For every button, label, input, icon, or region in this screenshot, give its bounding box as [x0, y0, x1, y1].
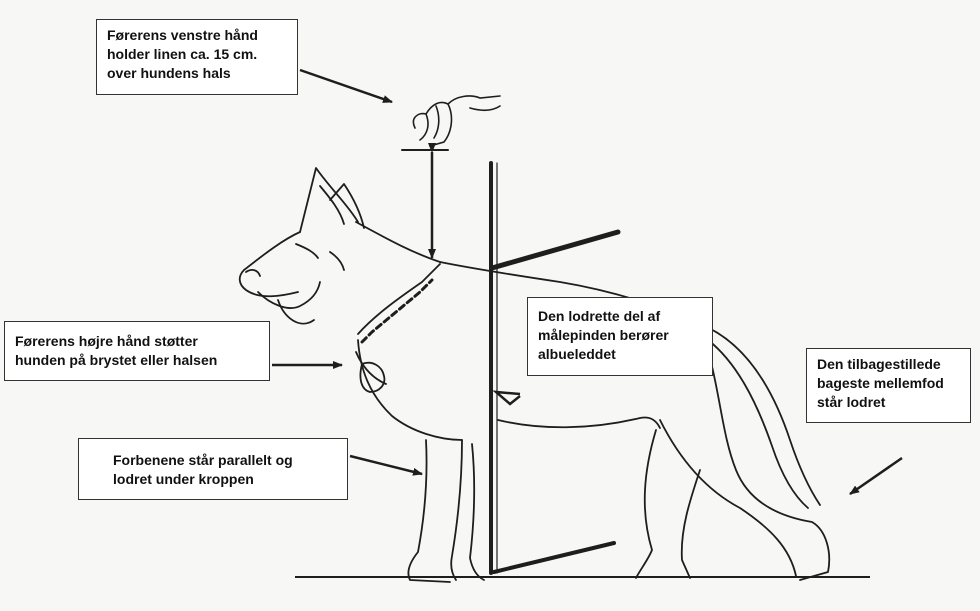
callout-line: lodret under kroppen [113, 471, 254, 487]
callout-line: holder linen ca. 15 cm. [107, 46, 258, 62]
measuring-stick [489, 161, 621, 575]
callout-forelegs: Forbenene står parallelt og lodret under… [78, 438, 348, 500]
elbow-indicator [492, 390, 521, 406]
callout-line: bageste mellemfod [817, 375, 944, 391]
callout-line: står lodret [817, 394, 886, 410]
callout-handler-left-hand: Førerens venstre hånd holder linen ca. 1… [96, 19, 298, 95]
callout-measuring-stick: Den lodrette del af målepinden berører a… [527, 297, 713, 376]
arrow-handler-left-hand [299, 68, 393, 104]
callout-line: Den lodrette del af [538, 308, 661, 324]
callout-line: hunden på brystet eller halsen [15, 352, 218, 368]
callout-line: målepinden berører [538, 327, 669, 343]
callout-line: Førerens højre hånd støtter [15, 333, 198, 349]
dog-illustration [238, 167, 831, 583]
arrow-hind-leg [849, 456, 903, 496]
arrow-forelegs [349, 454, 423, 476]
callout-line: Den tilbagestillede [817, 356, 941, 372]
callout-handler-right-hand: Førerens højre hånd støtter hunden på br… [4, 321, 270, 381]
callout-line: albueleddet [538, 346, 616, 362]
callout-line: Forbenene står parallelt og [113, 452, 293, 468]
callout-hind-leg: Den tilbagestillede bageste mellemfod st… [806, 348, 971, 423]
callout-line: Førerens venstre hånd [107, 27, 258, 43]
handler-hand-illustration [401, 95, 501, 151]
callout-line: over hundens hals [107, 65, 231, 81]
